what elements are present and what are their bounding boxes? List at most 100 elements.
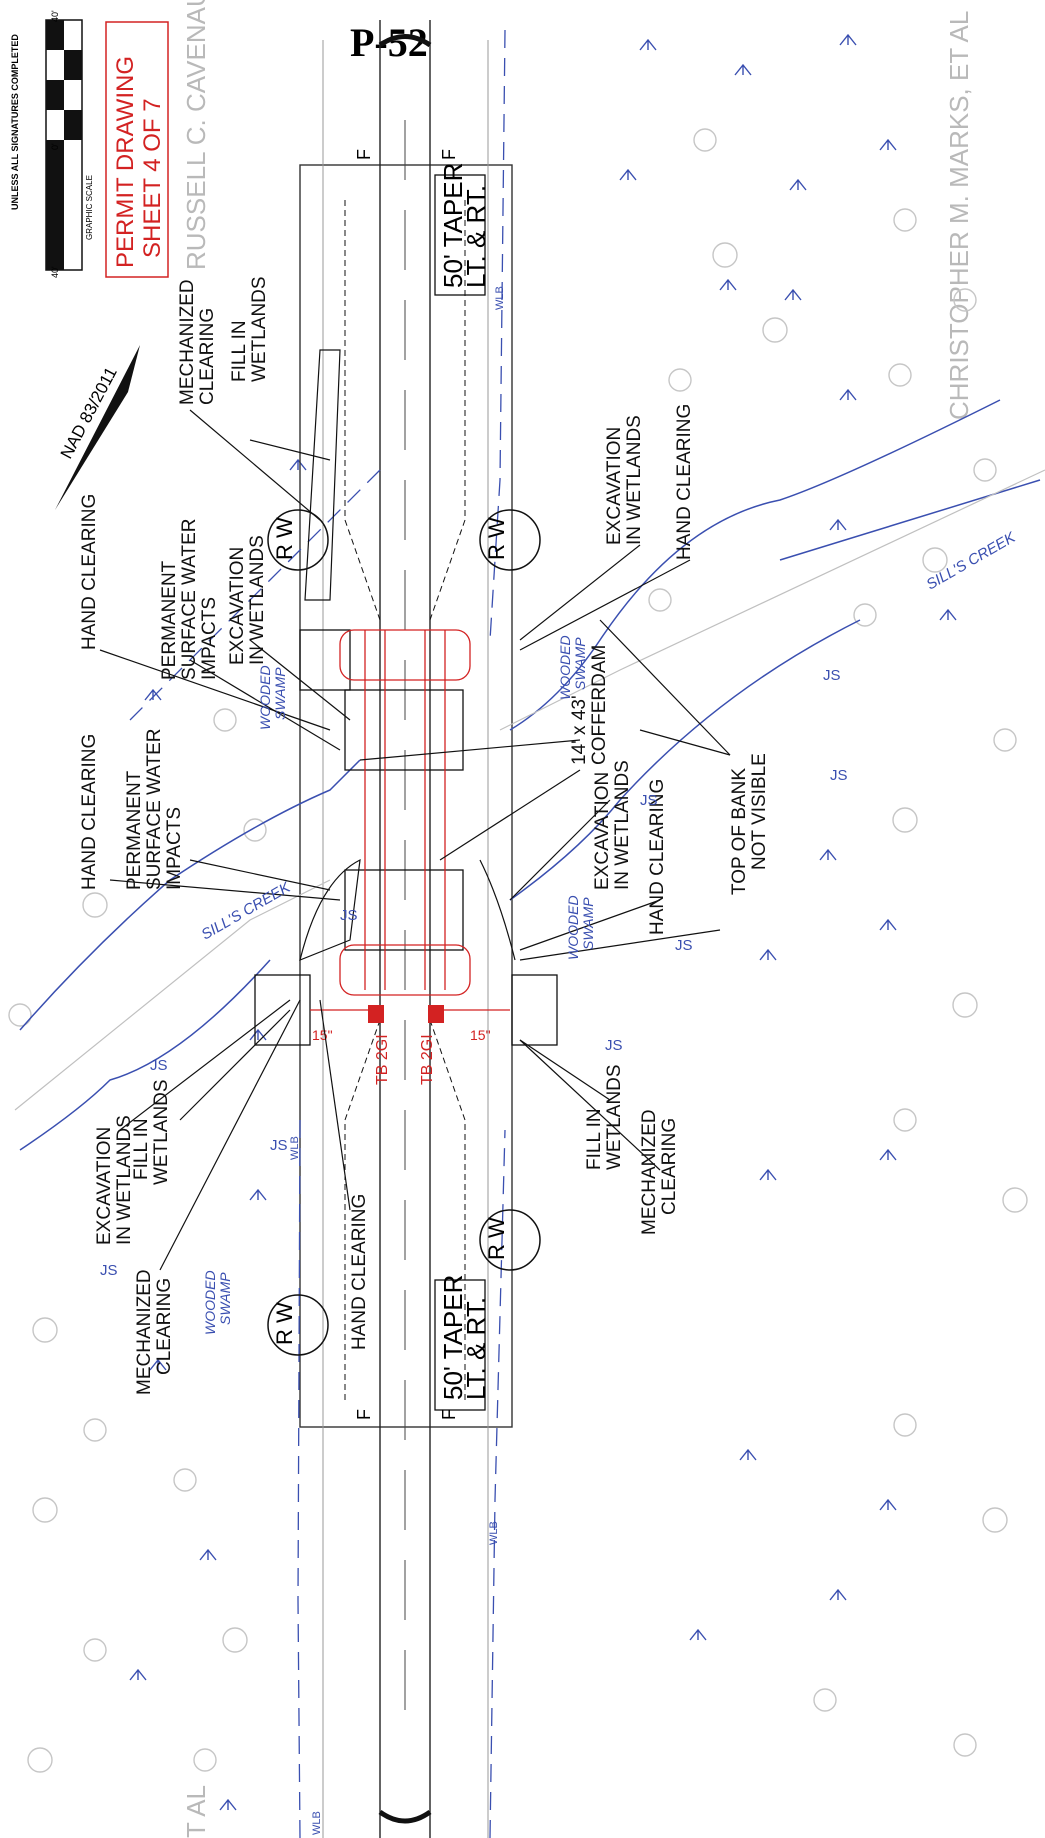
hand-clearing-left-top: HAND CLEARING <box>79 494 100 650</box>
wooded-swamp-4b: SWAMP <box>217 1272 233 1325</box>
taper-top-line1: 50' TAPER <box>438 163 468 288</box>
fill-in-wetlands-bottom-right-2: WETLANDS <box>604 1064 625 1170</box>
owner-cavenaugh: RUSSELL C. CAVENAUGH <box>181 0 211 270</box>
right-of-way-boundary <box>299 164 513 1428</box>
js-label-2: JS <box>830 767 848 784</box>
hand-clearing-left-mid: HAND CLEARING <box>79 734 100 890</box>
fill-in-wetlands-top-2: WETLANDS <box>249 276 270 382</box>
pipe-size-left: 15" <box>312 1027 333 1043</box>
cofferdam-2: COFFERDAM <box>589 645 610 765</box>
excavation-top-1: EXCAVATION <box>227 547 248 665</box>
hand-clearing-bottom: HAND CLEARING <box>349 1194 370 1350</box>
tb-structure-right <box>428 1005 444 1023</box>
owner-marks: CHRISTOPHER M. MARKS, ET AL <box>944 11 974 420</box>
wooded-swamp-1b: SWAMP <box>272 667 288 720</box>
fill-in-wetlands-bottom-left-2: WETLANDS <box>151 1079 172 1185</box>
excavation-bottom-2: IN WETLANDS <box>114 1115 135 1245</box>
mechanized-bottom-right-2: CLEARING <box>659 1118 680 1215</box>
js-label-3: JS <box>640 792 658 809</box>
taper-bottom-line2: LT. & RT. <box>461 1297 491 1400</box>
woodland-symbols <box>8 128 1028 1773</box>
fill-in-wetlands-bottom-left-1: FILL IN <box>131 1118 152 1180</box>
f-marker-3: F <box>354 1409 374 1420</box>
f-marker-1: F <box>354 149 374 160</box>
mechanized-clearing-top-1: MECHANIZED <box>177 279 198 405</box>
top-of-bank-2: NOT VISIBLE <box>749 753 770 870</box>
signature-note: UNLESS ALL SIGNATURES COMPLETED <box>10 34 20 210</box>
tb-label-right: TB 2GI <box>419 1034 436 1085</box>
rw-marker-4: R W <box>272 1302 297 1345</box>
tb-label-left: TB 2GI <box>374 1034 391 1085</box>
wooded-swamp-1a: WOODED <box>257 665 273 730</box>
top-of-bank-1: TOP OF BANK <box>729 768 750 895</box>
permanent-sw-mid-3: IMPACTS <box>164 807 185 890</box>
title-block: UNLESS ALL SIGNATURES COMPLETED GRAPHIC … <box>10 10 428 278</box>
rw-markers <box>267 509 541 1356</box>
rw-marker-2: R W <box>484 517 509 560</box>
permanent-sw-top-1: PERMANENT <box>159 560 180 680</box>
wooded-swamp-4a: WOODED <box>202 1270 218 1335</box>
tb-structure-left <box>368 1005 384 1023</box>
permit-title-line1: PERMIT DRAWING <box>112 56 139 268</box>
mechanized-bottom-right-1: MECHANIZED <box>639 1109 660 1235</box>
wooded-swamp-3b: SWAMP <box>580 897 596 950</box>
sills-creek-left: SILL'S CREEK <box>199 878 295 943</box>
excavation-right-top-2: IN WETLANDS <box>624 415 645 545</box>
top-of-bank-lines <box>14 469 1045 1111</box>
north-arrow: NAD 83/2011 <box>55 345 140 510</box>
scale-tick-top: 40' <box>50 10 60 22</box>
rw-marker-3: R W <box>484 1217 509 1260</box>
owner-marks-bottom: T AL <box>181 1785 211 1838</box>
js-label-5: JS <box>605 1037 623 1054</box>
permanent-sw-top-2: SURFACE WATER <box>179 518 200 680</box>
mechanized-clearing-top-2: CLEARING <box>197 308 218 405</box>
wlb-label-top: WLB <box>494 286 506 310</box>
excavation-right-mid-2: IN WETLANDS <box>612 760 633 890</box>
scale-tick-bottom: 40' <box>50 266 60 278</box>
wlb-label-bottom: WLB <box>311 1811 323 1835</box>
taper-top-line2: LT. & RT. <box>461 185 491 288</box>
fill-in-wetlands-top-1: FILL IN <box>229 320 250 382</box>
excavation-right-mid-1: EXCAVATION <box>592 772 613 890</box>
scale-label: GRAPHIC SCALE <box>85 175 94 240</box>
js-label-6: JS <box>340 907 358 924</box>
excavation-top-2: IN WETLANDS <box>247 535 268 665</box>
wooded-swamp-3a: WOODED <box>565 895 581 960</box>
annotations: MECHANIZED CLEARING FILL IN WETLANDS HAN… <box>79 276 1019 1395</box>
excavation-bottom-1: EXCAVATION <box>94 1127 115 1245</box>
graphic-scale: GRAPHIC SCALE 40' 0' 40' <box>45 10 94 278</box>
permanent-sw-mid-1: PERMANENT <box>124 770 145 890</box>
scale-tick-mid: 0' <box>50 143 60 150</box>
wlb-label-left: WLB <box>289 1136 301 1160</box>
hand-clearing-right-top-1: HAND CLEARING <box>674 404 695 560</box>
f-marker-2: F <box>439 149 459 160</box>
rw-marker-1: R W <box>272 517 297 560</box>
permanent-sw-top-3: IMPACTS <box>199 597 220 680</box>
permanent-sw-mid-2: SURFACE WATER <box>144 728 165 890</box>
mechanized-bottom-left-2: CLEARING <box>154 1278 175 1375</box>
marsh-symbols <box>129 33 957 1811</box>
wooded-swamp-2a: WOODED <box>557 635 573 700</box>
leader-lines <box>99 409 731 1271</box>
wetland-boundary-lines <box>129 29 506 1838</box>
proposed-culvert <box>310 629 510 1011</box>
taper-bottom-line1: 50' TAPER <box>438 1275 468 1400</box>
excavation-right-top-1: EXCAVATION <box>604 427 625 545</box>
fill-in-wetlands-bottom-right-1: FILL IN <box>584 1108 605 1170</box>
js-label-4: JS <box>675 937 693 954</box>
hand-clearing-right-mid: HAND CLEARING <box>647 779 668 935</box>
roadway-plan <box>299 20 513 1838</box>
permit-title-line2: SHEET 4 OF 7 <box>139 98 166 258</box>
cofferdam-1: 14' x 43' <box>569 695 590 765</box>
permit-title-box <box>105 21 169 278</box>
mechanized-bottom-left-1: MECHANIZED <box>134 1269 155 1395</box>
taper-box-top <box>434 174 486 296</box>
js-label-8: JS <box>270 1137 288 1154</box>
creek-lines <box>19 399 1041 1151</box>
taper-box-bottom <box>434 1279 486 1411</box>
js-label-7: JS <box>150 1057 168 1074</box>
wlb-label-right: WLB <box>488 1521 500 1545</box>
sills-creek-right: SILL'S CREEK <box>924 528 1020 593</box>
js-label-9: JS <box>100 1262 118 1279</box>
